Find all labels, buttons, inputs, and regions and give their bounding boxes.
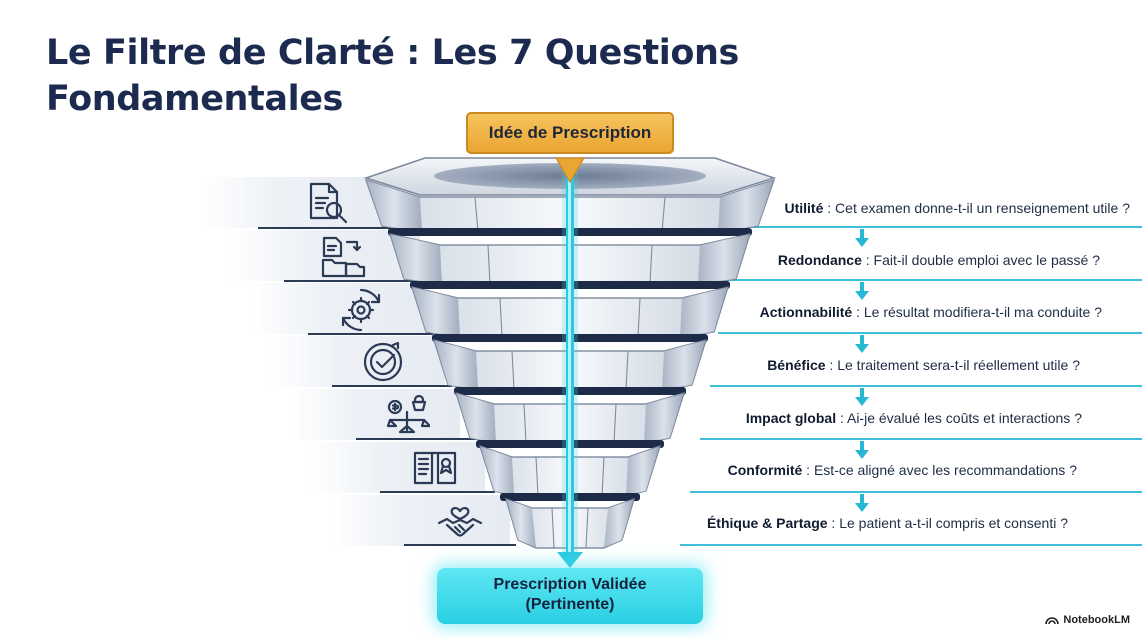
question-underline [725, 279, 1142, 281]
question-underline [700, 438, 1142, 440]
down-arrow-icon [855, 229, 869, 247]
icon-band [290, 389, 460, 440]
question-conformite: Conformité : Est-ce aligné avec les reco… [727, 462, 1077, 478]
folders-swap-icon [320, 234, 366, 280]
question-benefice: Bénéfice : Le traitement sera-t-il réell… [767, 357, 1080, 373]
notebooklm-logo-icon [1045, 617, 1060, 625]
down-arrow-icon [855, 388, 869, 406]
question-impact-global: Impact global : Ai-je évalué les coûts e… [745, 410, 1082, 426]
icon-band [270, 336, 445, 387]
document-search-icon [305, 180, 351, 226]
question-redondance: Redondance : Fait-il double emploi avec … [777, 252, 1100, 268]
brand-watermark: NotebookLM [1045, 614, 1130, 626]
question-underline [730, 226, 1142, 228]
question-underline [718, 332, 1142, 334]
question-utilite: Utilité : Cet examen donne-t-il un rense… [784, 200, 1130, 216]
question-actionnabilite: Actionnabilité : Le résultat modifiera-t… [759, 304, 1102, 320]
band-underline [258, 227, 396, 229]
icon-band [200, 177, 400, 228]
band-underline [284, 280, 416, 282]
validated-box: Prescription Validée (Pertinente) [437, 568, 703, 624]
band-underline [380, 491, 495, 493]
band-underline [332, 385, 452, 387]
target-check-icon [360, 339, 406, 385]
down-arrow-icon [855, 441, 869, 459]
brand-name: NotebookLM [1063, 614, 1130, 626]
page-title: Le Filtre de Clarté : Les 7 Questions Fo… [46, 33, 739, 119]
top-arrow-icon [554, 157, 586, 184]
band-underline [308, 333, 433, 335]
down-arrow-icon [855, 494, 869, 512]
down-arrow-icon [855, 282, 869, 300]
idea-box: Idée de Prescription [466, 112, 674, 154]
icon-band [330, 495, 510, 546]
balance-scale-icon [384, 392, 432, 438]
question-underline [680, 544, 1142, 546]
flow-line [557, 168, 583, 568]
handshake-heart-icon [437, 497, 483, 543]
question-underline [690, 491, 1142, 493]
question-underline [710, 385, 1142, 387]
down-arrow-icon [855, 335, 869, 353]
question-ethique-partage: Éthique & Partage : Le patient a-t-il co… [706, 515, 1068, 531]
validated-box-line1: Prescription Validée [493, 576, 647, 593]
band-underline [404, 544, 516, 546]
gear-refresh-icon [338, 287, 384, 333]
validated-box-line2: (Pertinente) [525, 596, 615, 613]
band-underline [356, 438, 476, 440]
open-book-icon [412, 445, 458, 491]
icon-band [250, 283, 430, 334]
